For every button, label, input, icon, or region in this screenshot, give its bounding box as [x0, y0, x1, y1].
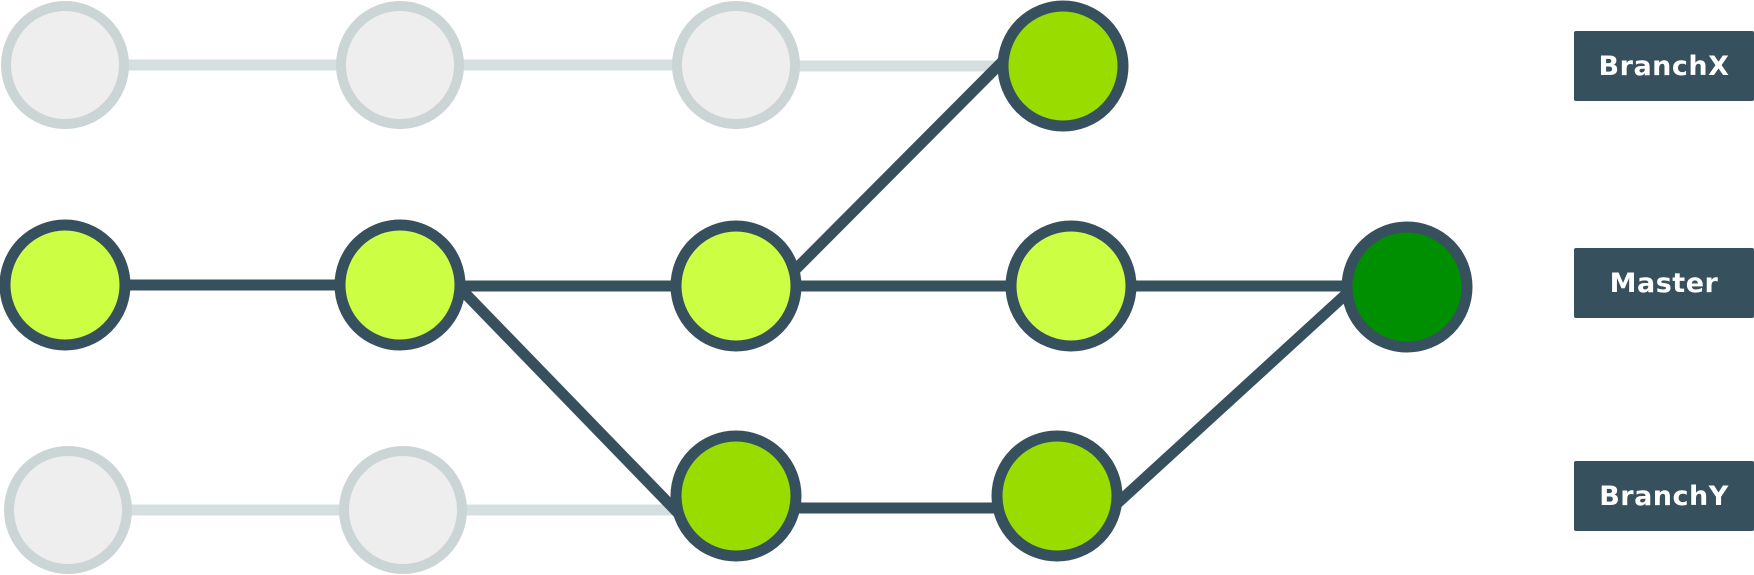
master-commit-circle: [0, 219, 131, 351]
branchy-fork-line: [454, 282, 684, 519]
inactive-commit-circle: [336, 1, 464, 129]
inactive-connections: [120, 59, 1000, 516]
branchy-commit-circle: [991, 430, 1123, 562]
master-commit-circle: [334, 219, 466, 351]
inactive-commits: [1, 1, 800, 574]
inactive-commit-circle: [672, 1, 800, 129]
inactive-commit-circle: [1, 1, 129, 129]
branchy-commit-circle: [670, 430, 802, 562]
merge-line: [1106, 281, 1359, 515]
inactive-commit-circle: [4, 446, 132, 574]
master-label: Master: [1574, 248, 1754, 318]
branchx-fork-line: [786, 48, 1016, 279]
branchx-label: BranchX: [1574, 31, 1754, 101]
inactive-commit-circle: [339, 446, 467, 574]
merge-commit-circle: [1341, 221, 1473, 353]
master-commit-circle: [1005, 220, 1137, 352]
branchx-commit-circle: [997, 0, 1129, 132]
master-commit-circle: [670, 220, 802, 352]
branchy-label: BranchY: [1574, 461, 1754, 531]
master-commits: [0, 219, 1137, 352]
branch-commits: [670, 0, 1129, 562]
